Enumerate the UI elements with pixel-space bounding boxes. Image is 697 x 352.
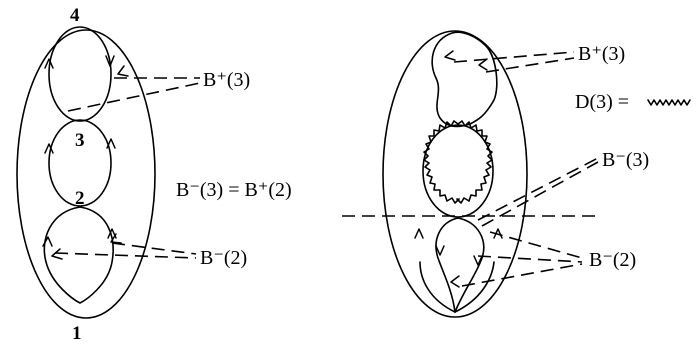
right-leader-bminus2-b bbox=[477, 255, 583, 263]
right-bottom-curve-right bbox=[454, 217, 485, 313]
left-top-arrow-left bbox=[44, 58, 54, 69]
left-top-arrow-right bbox=[105, 55, 115, 67]
right-leader-bminus2-a bbox=[489, 231, 583, 259]
left-bot-arrow-inner2 bbox=[110, 233, 122, 244]
left-figure: 4 3 2 1 B⁺(3) B⁻(3) = B⁺(2) B⁻(2) bbox=[16, 5, 292, 344]
left-middle-loop bbox=[48, 119, 112, 207]
right-top-region bbox=[431, 31, 498, 128]
right-label-b-minus-3: B⁻(3) bbox=[602, 149, 649, 171]
right-leader-bplus3-b bbox=[485, 57, 575, 73]
vertex-3-label: 3 bbox=[75, 130, 85, 151]
right-leader-bminus3-a bbox=[477, 157, 599, 221]
left-bot-arrow-inner bbox=[51, 248, 63, 260]
right-label-d3: D(3) = bbox=[575, 91, 629, 113]
left-top-arrow-inner bbox=[117, 65, 129, 77]
vertex-4-label: 4 bbox=[70, 5, 80, 26]
right-wavy-boundary-left bbox=[423, 120, 460, 204]
right-top-arrow-2 bbox=[478, 58, 488, 71]
right-bot-arrow-1 bbox=[414, 228, 424, 239]
right-bot-arrow-2 bbox=[435, 245, 445, 256]
wavy-line-symbol bbox=[647, 99, 691, 106]
left-label-b-minus-3-eq-b-plus-2: B⁻(3) = B⁺(2) bbox=[176, 179, 292, 201]
right-leader-bminus2-c bbox=[461, 263, 583, 287]
right-figure: B⁺(3) D(3) = B⁻(3) B⁻(2) bbox=[382, 30, 691, 318]
right-bot-arrow-3 bbox=[473, 255, 483, 266]
left-leader-bminus2-a bbox=[54, 252, 197, 259]
right-middle-oval bbox=[422, 124, 494, 218]
left-bottom-loop bbox=[43, 206, 114, 304]
left-mid-arrow-left bbox=[44, 143, 54, 154]
right-label-b-plus-3: B⁺(3) bbox=[578, 43, 625, 65]
left-outer-ellipse bbox=[16, 29, 156, 319]
right-leader-bminus3-b bbox=[481, 161, 599, 227]
right-bottom-curve-outer-left bbox=[419, 261, 456, 313]
right-leader-bplus3-a bbox=[453, 51, 575, 63]
left-label-b-minus-2: B⁻(2) bbox=[200, 247, 247, 269]
right-wavy-boundary-right bbox=[456, 120, 493, 204]
right-top-arrow-1 bbox=[444, 50, 456, 61]
vertex-2-label: 2 bbox=[75, 188, 85, 209]
left-bot-arrow-left bbox=[42, 236, 53, 247]
right-outer-ellipse bbox=[382, 30, 528, 318]
right-bottom-curve-left bbox=[435, 217, 459, 313]
right-bottom-curve-outer-right bbox=[454, 261, 495, 313]
right-label-b-minus-2: B⁻(2) bbox=[589, 249, 636, 271]
vertex-1-label: 1 bbox=[72, 323, 82, 344]
left-label-b-plus-3: B⁺(3) bbox=[203, 69, 250, 91]
left-leader-bminus2-b bbox=[111, 242, 197, 255]
left-leader-bplus3-a bbox=[67, 82, 201, 112]
left-top-loop bbox=[48, 26, 112, 122]
left-mid-arrow-right bbox=[106, 138, 116, 149]
right-bot-arrow-5 bbox=[450, 275, 460, 288]
